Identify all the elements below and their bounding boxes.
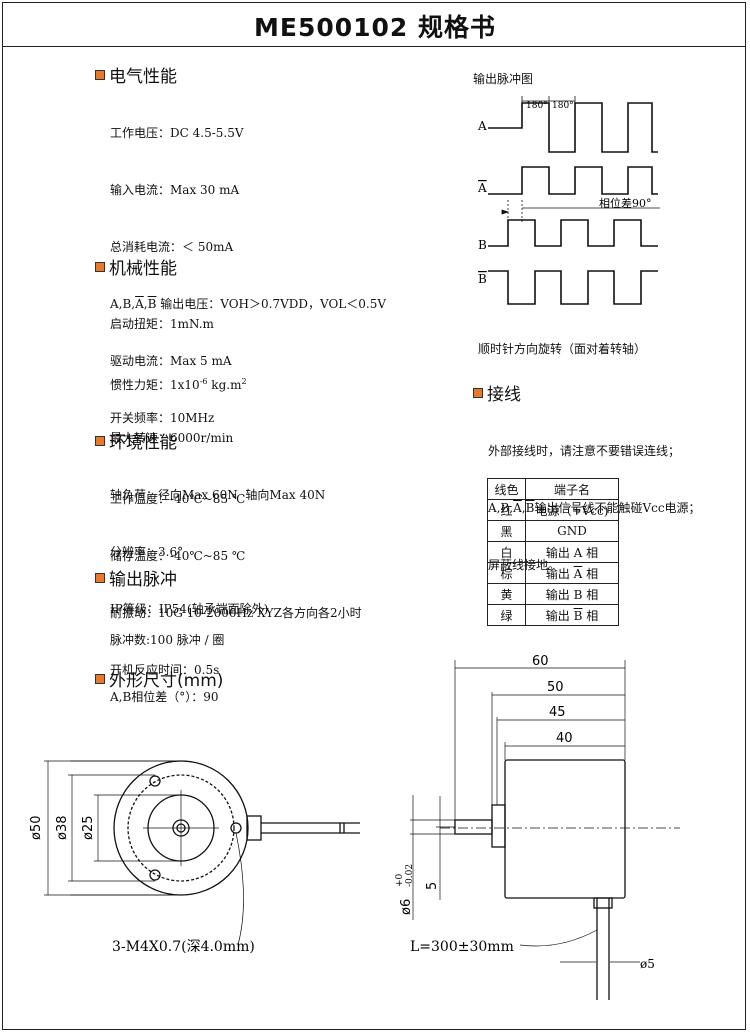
terminal-name: 输出 A 相 bbox=[525, 541, 619, 563]
terminal-suffix: 相 bbox=[582, 608, 599, 623]
terminal-name: 电源（+Vcc) bbox=[525, 499, 619, 521]
output-voltage-prefix: A,B, bbox=[110, 297, 136, 311]
section-pulse-title: 输出脉冲 bbox=[109, 570, 177, 590]
spec-line: 耐振动：10G 10-2000Hz XYZ各方向各2小时 bbox=[110, 606, 362, 620]
output-voltage-suffix: 输出电压：VOH＞0.7VDD，VOL＜0.5V bbox=[156, 297, 387, 311]
wire-color: 红 bbox=[487, 499, 526, 521]
spec-line-inertia: 惯性力矩：1x10-6 kg.m2 bbox=[110, 372, 325, 392]
terminal-prefix: 输出 bbox=[545, 608, 574, 623]
bullet-square-icon bbox=[95, 572, 105, 583]
spec-line: A,B相位差（°）：90 bbox=[110, 690, 219, 704]
bullet-square-icon bbox=[473, 387, 483, 398]
terminal-prefix: 输出 bbox=[545, 566, 574, 581]
section-mechanical-heading: 机械性能 bbox=[95, 254, 177, 279]
terminal-suffix: 相 bbox=[582, 566, 599, 581]
spec-line: 工作电压：DC 4.5-5.5V bbox=[110, 126, 244, 140]
table-header-terminal: 端子名 bbox=[525, 478, 619, 500]
table-row: 棕 输出 A 相 bbox=[487, 562, 619, 584]
table-row: 绿 输出 B 相 bbox=[487, 604, 619, 626]
wire-color: 黑 bbox=[487, 520, 526, 542]
table-header-color: 线色 bbox=[487, 478, 526, 500]
terminal-name: 输出 A 相 bbox=[525, 562, 619, 584]
table-row: 黑 GND bbox=[487, 520, 619, 542]
environment-specs: 工作温度：-40℃~85 ℃ 储存温度：-40℃~85 ℃ 耐振动：10G 10… bbox=[110, 452, 362, 699]
inertia-prefix: 惯性力矩：1x10 bbox=[110, 378, 200, 392]
bullet-square-icon bbox=[95, 261, 105, 272]
spec-line-output-voltage: A,B,A,B 输出电压：VOH＞0.7VDD，VOL＜0.5V bbox=[110, 297, 387, 311]
spec-line: 总消耗电流：＜ 50mA bbox=[110, 240, 234, 254]
section-wiring-title: 接线 bbox=[487, 385, 521, 405]
page-title: ME500102 规格书 bbox=[253, 13, 497, 42]
spec-line: 开机反应时间：0.5s bbox=[110, 663, 220, 677]
spec-line: 工作温度：-40℃~85 ℃ bbox=[110, 492, 246, 506]
section-environment-heading: 环境性能 bbox=[95, 428, 177, 453]
table-row: 黄 输出 B 相 bbox=[487, 583, 619, 605]
section-environment-title: 环境性能 bbox=[109, 433, 177, 453]
terminal-bar: A bbox=[573, 566, 583, 581]
spec-line: 开关频率：10MHz bbox=[110, 411, 215, 425]
bullet-square-icon bbox=[95, 69, 105, 80]
bullet-square-icon bbox=[95, 435, 105, 446]
wiring-note: 外部接线时，请注意不要错误连线； bbox=[488, 444, 681, 458]
wire-color: 棕 bbox=[487, 562, 526, 584]
terminal-name: GND bbox=[525, 520, 619, 542]
table-row: 白 输出 A 相 bbox=[487, 541, 619, 563]
title-divider bbox=[2, 46, 746, 47]
electrical-specs: 工作电压：DC 4.5-5.5V 输入电流：Max 30 mA 总消耗电流：＜ … bbox=[110, 86, 386, 447]
section-pulse-heading: 输出脉冲 bbox=[95, 565, 177, 590]
section-wiring-heading: 接线 bbox=[473, 380, 521, 405]
section-electrical-title: 电气性能 bbox=[109, 67, 177, 87]
bullet-square-icon bbox=[95, 673, 105, 684]
pulse-specs: 脉冲数:100 脉冲 / 圈 A,B相位差（°）：90 bbox=[110, 593, 224, 726]
wire-color: 黄 bbox=[487, 583, 526, 605]
b-bar-label: B bbox=[147, 297, 157, 311]
section-dimensions-title: 外形尺寸(mm) bbox=[109, 671, 224, 691]
spec-line: 驱动电流：Max 5 mA bbox=[110, 354, 232, 368]
inertia-exponent: -6 bbox=[199, 377, 208, 386]
spec-line: IP等级：IP54(轴承端面除外) bbox=[110, 602, 269, 616]
terminal-name: 输出 B 相 bbox=[525, 583, 619, 605]
mechanical-specs: 启动扭矩：1mN.m 惯性力矩：1x10-6 kg.m2 最大转速：6000r/… bbox=[110, 277, 325, 638]
wire-color: 绿 bbox=[487, 604, 526, 626]
spec-line: 储存温度：-40℃~85 ℃ bbox=[110, 549, 246, 563]
spec-line: 分辨率：3.6° bbox=[110, 545, 184, 559]
waveform-title: 输出脉冲图 bbox=[473, 72, 534, 86]
spec-line: 轴负荷：径向Max 60N 轴向Max 40N bbox=[110, 488, 326, 502]
spec-line: 脉冲数:100 脉冲 / 圈 bbox=[110, 633, 225, 647]
rotation-note: 顺时针方向旋转（面对着转轴） bbox=[478, 342, 647, 356]
terminal-bar: B bbox=[573, 608, 583, 623]
inertia-unit: kg.m bbox=[207, 378, 242, 392]
section-dimensions-heading: 外形尺寸(mm) bbox=[95, 666, 223, 691]
table-row: 红 电源（+Vcc) bbox=[487, 499, 619, 521]
table-header-row: 线色 端子名 bbox=[487, 478, 619, 500]
inertia-square: 2 bbox=[241, 377, 247, 386]
terminal-name: 输出 B 相 bbox=[525, 604, 619, 626]
a-bar-label: A bbox=[135, 297, 144, 311]
spec-line: 最大转速：6000r/min bbox=[110, 431, 234, 445]
wiring-table: 线色 端子名 红 电源（+Vcc) 黑 GND 白 输出 A 相 棕 输出 A … bbox=[487, 478, 619, 626]
section-electrical-heading: 电气性能 bbox=[95, 62, 177, 87]
spec-line: 启动扭矩：1mN.m bbox=[110, 317, 214, 331]
spec-line: 输入电流：Max 30 mA bbox=[110, 183, 240, 197]
wire-color: 白 bbox=[487, 541, 526, 563]
section-mechanical-title: 机械性能 bbox=[109, 259, 177, 279]
